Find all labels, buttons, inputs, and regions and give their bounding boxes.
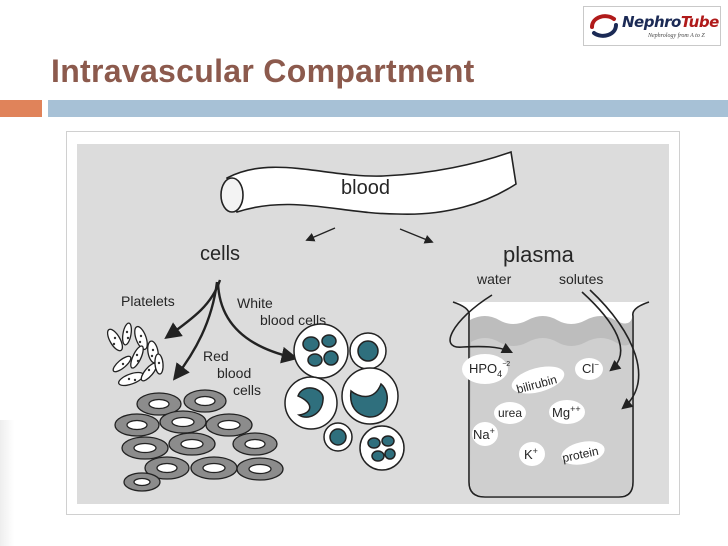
logo-text: NephroTube <box>622 13 719 31</box>
sodium-text: Na <box>473 427 490 442</box>
platelets-granules <box>112 330 161 382</box>
white-cells-label-line2: blood cells <box>260 312 326 328</box>
diagram-frame: blood cells plasma water solutes Platele… <box>66 131 680 515</box>
nephrotube-logo: NephroTube Nephrology from A to Z <box>583 6 721 46</box>
white-blood-cells-cluster <box>284 323 405 471</box>
blood-label: blood <box>341 177 390 199</box>
plasma-beaker <box>452 301 650 498</box>
magnesium-text: Mg <box>552 405 570 420</box>
red-cells-label-line3: cells <box>233 382 261 398</box>
hpo4-superscript: −2 <box>502 361 510 368</box>
chloride-label: Cl− <box>582 360 599 376</box>
red-blood-cells-cluster <box>114 389 284 492</box>
sodium-label: Na+ <box>473 426 495 442</box>
hpo4-subscript: 4 <box>497 369 502 379</box>
logo-name-part2: Tube <box>680 13 719 31</box>
red-cells-label-line1: Red <box>203 348 229 364</box>
platelets-cluster <box>106 322 164 387</box>
solute-bubbles <box>462 354 605 466</box>
potassium-superscript: + <box>533 446 538 456</box>
magnesium-label: Mg++ <box>552 404 581 420</box>
blood-composition-diagram: blood cells plasma water solutes Platele… <box>77 144 669 504</box>
nephrotube-logo-icon <box>590 14 618 38</box>
title-underline-bar <box>48 100 728 117</box>
hpo4-label: HPO4−2 <box>469 361 510 379</box>
cells-branch-arrows <box>164 279 299 381</box>
page-title: Intravascular Compartment <box>51 53 475 89</box>
sodium-superscript: + <box>490 426 495 436</box>
blood-vessel-icon <box>220 150 517 216</box>
potassium-label: K+ <box>524 446 538 462</box>
potassium-text: K <box>524 447 533 462</box>
logo-name-part1: Nephro <box>622 13 681 31</box>
magnesium-superscript: ++ <box>570 404 581 414</box>
arrow-to-plasma <box>399 228 434 244</box>
plasma-label: plasma <box>503 242 575 267</box>
chloride-text: Cl <box>582 361 594 376</box>
white-cells-label-line1: White <box>237 295 273 311</box>
solutes-label: solutes <box>559 271 603 287</box>
water-arrow <box>449 294 514 354</box>
title-accent-square <box>0 100 42 117</box>
water-label: water <box>476 271 512 287</box>
platelets-label: Platelets <box>121 293 175 309</box>
solutes-arrows <box>581 289 640 410</box>
red-cells-label-line2: blood <box>217 365 251 381</box>
arrow-to-cells <box>305 227 336 242</box>
cells-label: cells <box>200 243 240 265</box>
logo-tagline: Nephrology from A to Z <box>648 33 705 39</box>
hpo4-text: HPO <box>469 361 497 376</box>
urea-label: urea <box>498 406 522 420</box>
left-edge-strip <box>0 420 14 546</box>
chloride-superscript: − <box>594 360 599 369</box>
